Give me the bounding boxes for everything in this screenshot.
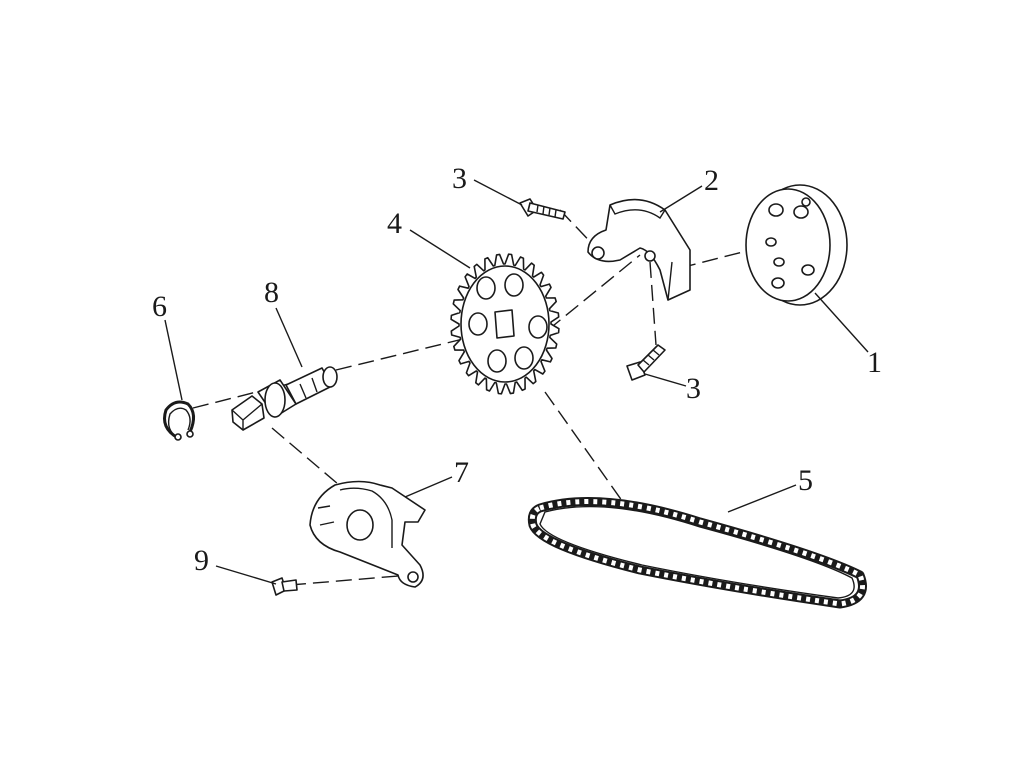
callout-9: 9 (194, 544, 209, 577)
callout-3a: 3 (452, 162, 467, 195)
callout-3b: 3 (686, 372, 701, 405)
chain-guide-icon (309, 480, 426, 588)
callout-1: 1 (867, 346, 882, 379)
callout-7: 7 (454, 456, 469, 489)
leader-lines (164, 179, 869, 585)
oil-pump-body-icon (745, 184, 848, 306)
drive-shaft-icon (231, 366, 338, 431)
callout-2: 2 (704, 164, 719, 197)
flange-bolt-icon (519, 198, 566, 220)
flange-bolt-icon (626, 344, 666, 381)
callout-5: 5 (798, 464, 813, 497)
drive-chain-icon (527, 497, 867, 609)
callouts: 1 2 3 3 4 5 6 7 8 9 (152, 162, 882, 577)
callout-6: 6 (152, 290, 167, 323)
sprocket-icon (450, 253, 560, 395)
callout-8: 8 (264, 276, 279, 309)
pump-cover-plate-icon (587, 198, 691, 301)
circlip-icon (163, 400, 195, 441)
flange-bolt-icon (271, 577, 298, 596)
callout-4: 4 (387, 207, 402, 240)
